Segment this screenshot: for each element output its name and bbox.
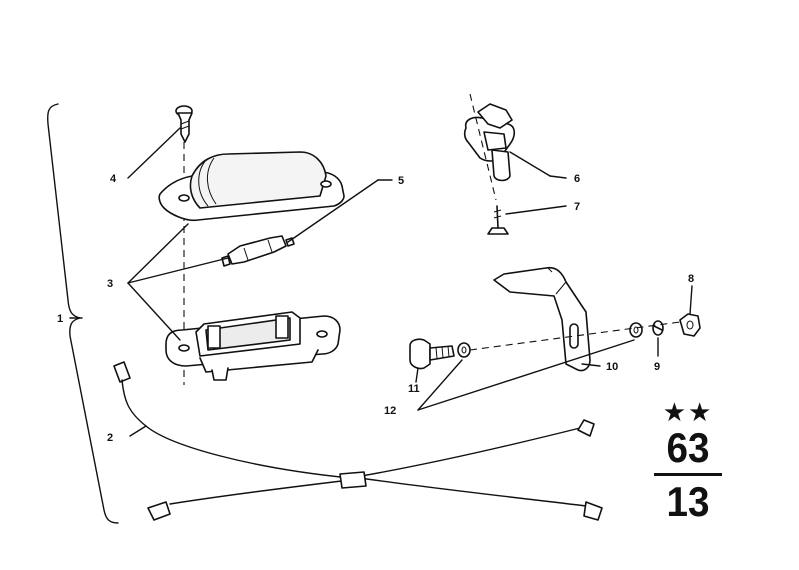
- wiring-harness: [113, 361, 603, 521]
- callout-8: 8: [688, 273, 694, 285]
- hex-nut: [679, 313, 701, 337]
- sub-group-number: 13: [666, 478, 710, 525]
- festoon-bulb: [221, 235, 295, 267]
- leader-12a: [417, 359, 463, 411]
- washer-right: [629, 322, 643, 338]
- star-rating-icon: ★★: [662, 397, 714, 427]
- callout-3: 3: [107, 278, 113, 290]
- bulb-socket: [463, 103, 516, 182]
- leader-7: [505, 205, 567, 215]
- callout-7: 7: [574, 201, 580, 213]
- leader-3b: [127, 257, 229, 284]
- callout-10: 10: [606, 361, 618, 373]
- callout-12: 12: [384, 405, 396, 417]
- mounting-bracket: [493, 266, 591, 372]
- leader-10: [581, 363, 601, 367]
- callout-1: 1: [57, 313, 63, 325]
- leader-4: [127, 127, 181, 179]
- axis-line-socket: [469, 93, 497, 201]
- socket-screw: [487, 205, 509, 235]
- group-divider: [654, 473, 722, 476]
- spring-washer: [652, 320, 664, 336]
- washer-right-hole: [633, 326, 639, 334]
- callout-2: 2: [107, 432, 113, 444]
- washer-left: [457, 342, 471, 358]
- screw-part: [175, 105, 193, 143]
- leader-3c: [127, 282, 181, 341]
- callout-9: 9: [654, 361, 660, 373]
- main-group-number: 63: [666, 424, 710, 471]
- washer-left-hole: [461, 346, 467, 354]
- leader-2: [129, 425, 147, 437]
- leader-3a: [127, 223, 189, 284]
- leader-11: [415, 367, 419, 383]
- leader-6: [509, 151, 551, 177]
- group-code-badge: ★★ 63 13: [648, 398, 728, 524]
- callout-4: 4: [110, 173, 117, 185]
- leader-12b: [417, 339, 635, 411]
- leader-5: [287, 179, 379, 243]
- callout-11: 11: [408, 383, 420, 395]
- callout-5: 5: [398, 175, 404, 187]
- leader-8: [689, 285, 693, 315]
- lamp-housing: [165, 311, 341, 381]
- bracket-bolt: [409, 338, 455, 370]
- callout-6: 6: [574, 173, 580, 185]
- lamp-lens: [158, 151, 345, 222]
- leader-6b: [549, 175, 567, 179]
